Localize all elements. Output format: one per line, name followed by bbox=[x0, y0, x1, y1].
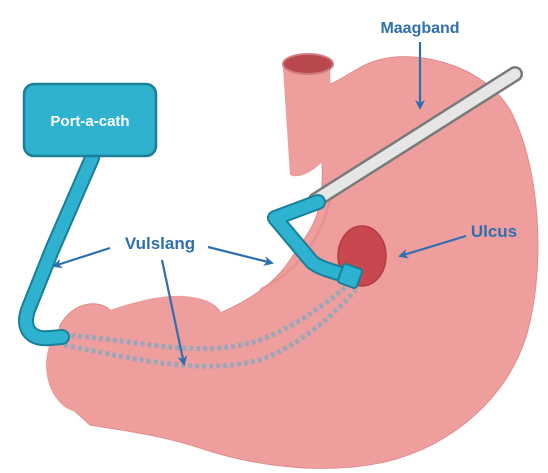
port-box-icon: Port-a-cath bbox=[24, 84, 156, 156]
ulcer-label: Ulcus bbox=[471, 222, 517, 241]
band-label: Maagband bbox=[380, 20, 459, 37]
tube-label: Vulslang bbox=[125, 234, 195, 253]
tube-arrow-left bbox=[54, 248, 110, 266]
tube-arrow-right bbox=[208, 247, 272, 263]
esophagus bbox=[283, 60, 332, 176]
esophagus-opening bbox=[283, 54, 333, 74]
port-label: Port-a-cath bbox=[50, 113, 129, 130]
